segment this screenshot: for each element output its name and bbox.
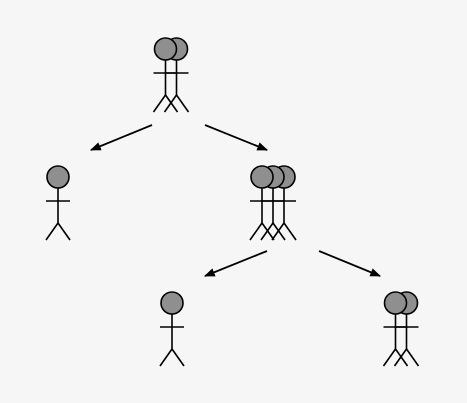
edges-layer xyxy=(90,124,381,277)
arrow-root-to-left-child xyxy=(90,124,153,151)
node-left-child xyxy=(45,165,71,241)
arrow-root-to-right-child xyxy=(204,124,269,151)
stick-figure-icon xyxy=(159,291,185,367)
stick-figure-icon xyxy=(152,37,179,113)
arrow-right-child-to-right-leaf xyxy=(318,250,381,277)
nodes-layer xyxy=(45,37,420,367)
stick-figure-icon xyxy=(249,165,275,241)
node-right-child xyxy=(249,165,297,241)
node-root xyxy=(152,37,190,113)
node-right-leaf xyxy=(382,291,420,367)
arrow-right-child-to-left-leaf xyxy=(203,250,268,277)
stick-figure-icon xyxy=(382,291,409,367)
stick-figure-icon xyxy=(45,165,71,241)
node-left-leaf xyxy=(159,291,185,367)
